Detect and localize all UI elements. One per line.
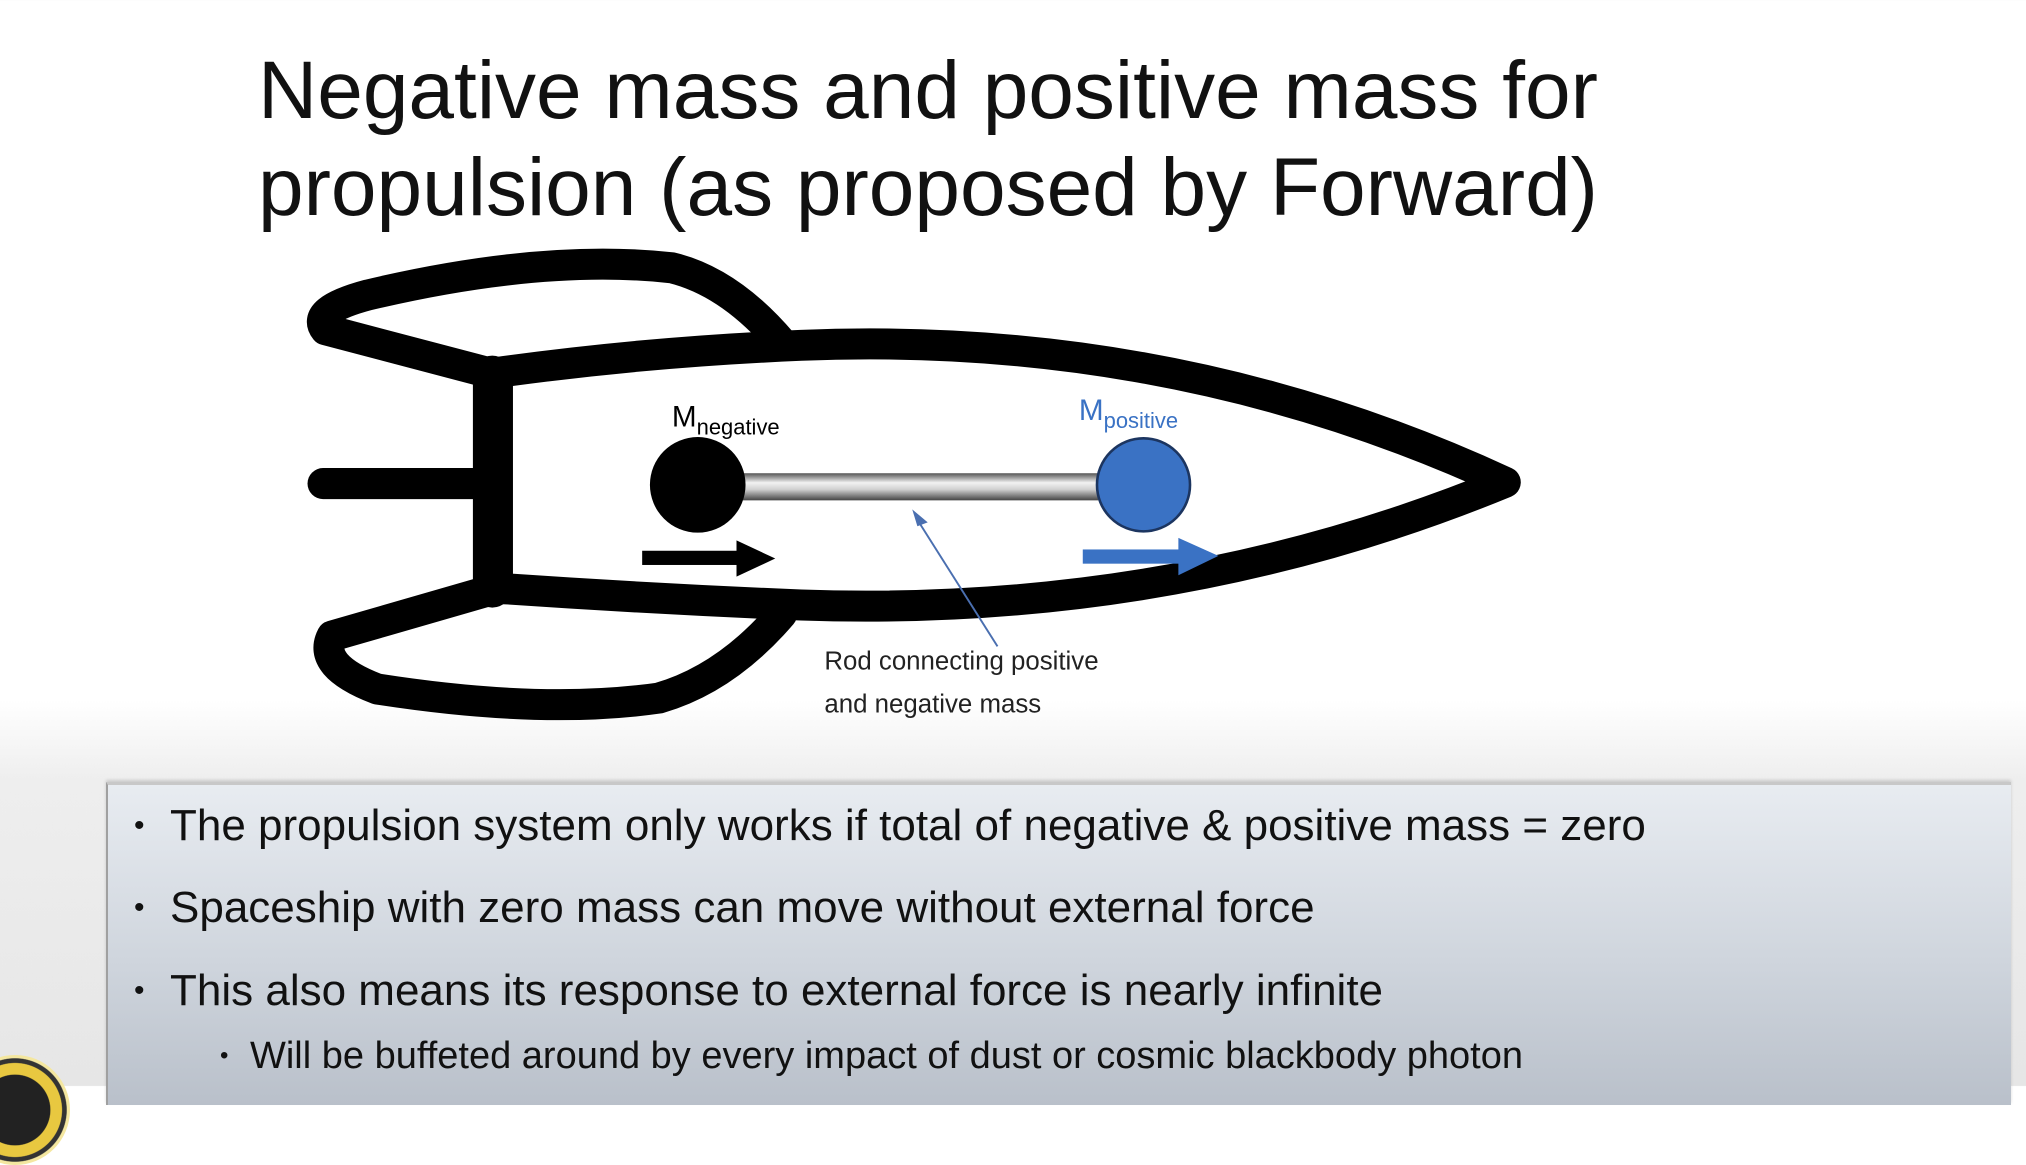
positive-mass-label: Mpositive bbox=[1079, 394, 1178, 433]
bullet-3: This also means its response to external… bbox=[134, 966, 1383, 1016]
rocket-diagram: Mnegative Mpositive Rod connecting posit… bbox=[307, 248, 1521, 721]
rod-label-line-2: and negative mass bbox=[824, 690, 1041, 718]
sub-bullet-1: Will be buffeted around by every impact … bbox=[220, 1031, 1523, 1081]
bullet-2: Spaceship with zero mass can move withou… bbox=[134, 883, 1315, 933]
negative-mass-label: Mnegative bbox=[672, 401, 780, 440]
rod-label-line-1: Rod connecting positive bbox=[824, 648, 1098, 676]
title-line-2: propulsion (as proposed by Forward) bbox=[258, 142, 1598, 233]
bottom-fin bbox=[313, 572, 798, 721]
negative-mass-arrow bbox=[642, 540, 776, 577]
negative-mass bbox=[649, 437, 746, 533]
bullet-box: The propulsion system only works if tota… bbox=[106, 782, 2011, 1105]
slide-title: Negative mass and positive mass for prop… bbox=[258, 42, 1598, 236]
connecting-rod bbox=[742, 473, 1099, 501]
bullet-1: The propulsion system only works if tota… bbox=[134, 801, 1646, 851]
positive-mass-arrow bbox=[1082, 537, 1219, 576]
title-line-1: Negative mass and positive mass for bbox=[258, 45, 1598, 136]
positive-mass bbox=[1095, 437, 1192, 533]
